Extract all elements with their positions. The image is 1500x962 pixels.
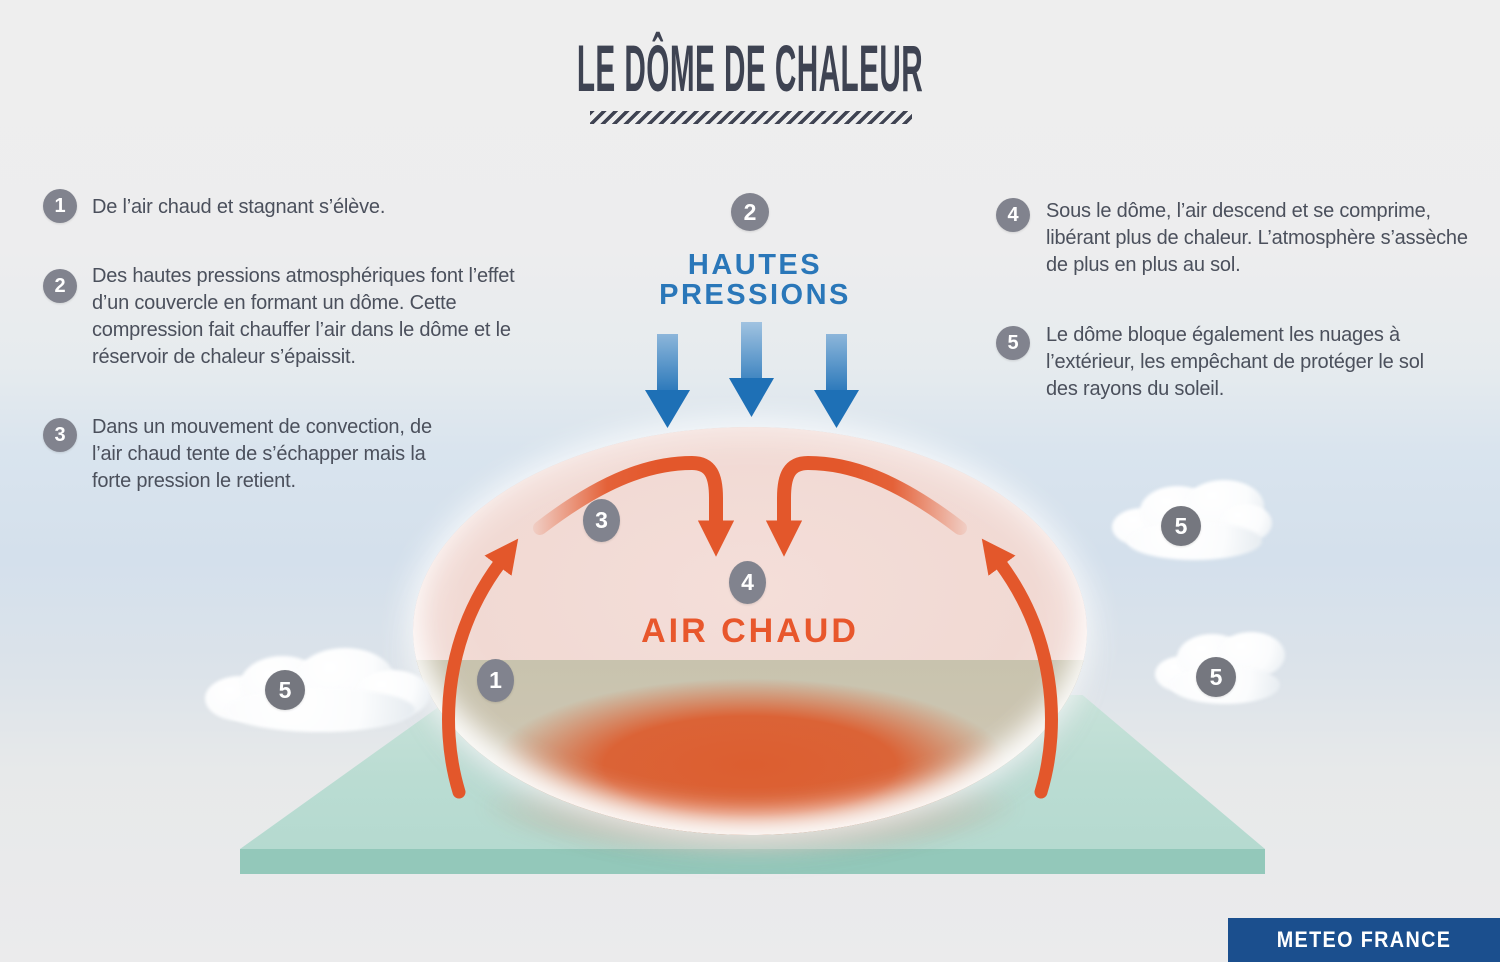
dome-marker-convection: 3 [583, 499, 620, 542]
brand-label: METEO FRANCE [1276, 927, 1452, 952]
step-text-1: De l’air chaud et stagnant s’élève. [92, 196, 386, 218]
dome-marker-rise: 1 [477, 659, 514, 702]
high-pressure-marker: 2 [731, 193, 769, 231]
step-text-5: Le dôme bloque également les nuages à l’… [1046, 324, 1424, 400]
cloud-marker-right-lower: 5 [1196, 657, 1236, 697]
step-marker-2: 2 [43, 269, 77, 303]
high-pressure-label: HAUTES PRESSIONS [659, 249, 851, 311]
step-text-2: Des hautes pressions atmosphériques font… [92, 265, 515, 368]
page-title: LE DÔME DE CHALEUR [576, 31, 924, 105]
cloud-right-upper: 5 [1112, 478, 1272, 574]
step-text-3: Dans un mouvement de convection, de l’ai… [92, 416, 432, 492]
dome-label: AIR CHAUD [641, 612, 859, 650]
step-text-4: Sous le dôme, l’air descend et se compri… [1046, 200, 1468, 276]
brand-banner: METEO FRANCE [1228, 918, 1500, 962]
cloud-marker-left: 5 [265, 670, 305, 710]
heat-dome [413, 427, 1087, 835]
cloud-right-lower: 5 [1155, 628, 1290, 714]
step-marker-5: 5 [996, 326, 1030, 360]
dome-heat-core [433, 652, 1067, 835]
pressure-arrow-right [814, 334, 859, 428]
dome-marker-descend: 4 [729, 561, 766, 604]
cloud-left: 5 [205, 648, 435, 740]
pressure-arrow-left [645, 334, 690, 428]
title-divider [590, 111, 912, 124]
pressure-arrow-middle [729, 322, 774, 417]
step-marker-1: 1 [43, 189, 77, 223]
cloud-marker-right-upper: 5 [1161, 506, 1201, 546]
step-marker-3: 3 [43, 418, 77, 452]
cloud-puff [225, 688, 415, 732]
step-marker-4: 4 [996, 198, 1030, 232]
